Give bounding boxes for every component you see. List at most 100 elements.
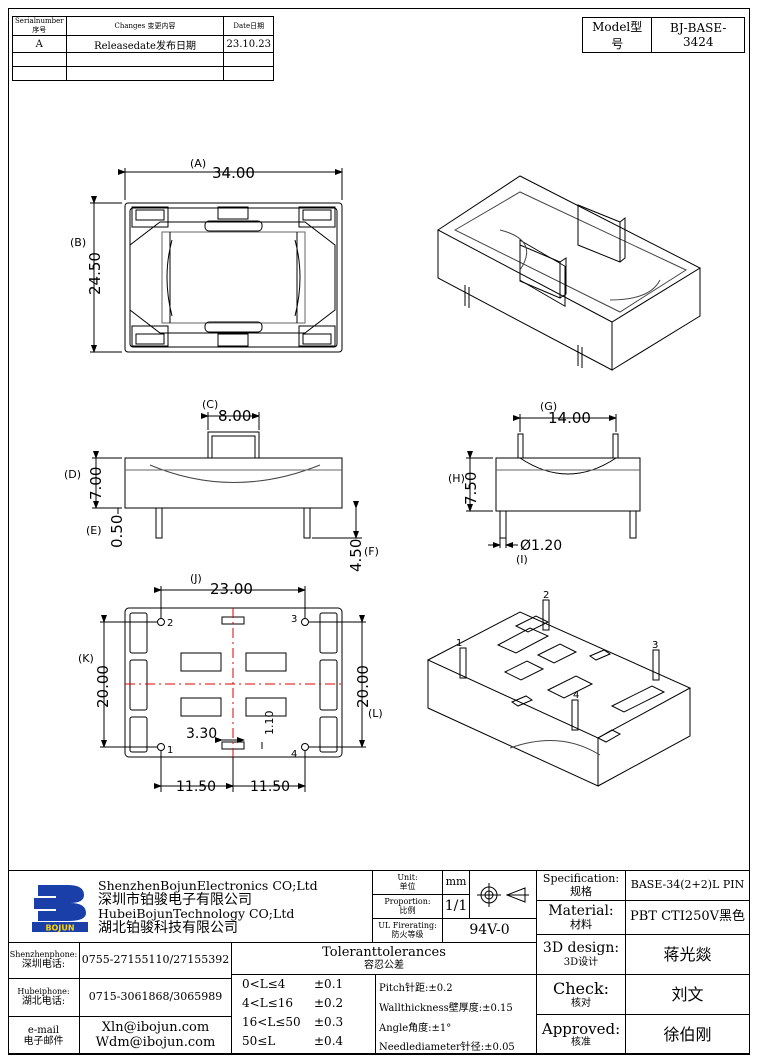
approved-label-cell: Approved: 核准 — [537, 1015, 626, 1055]
fire-value: 94V-0 — [443, 919, 537, 943]
model-label: Model型号 — [581, 17, 653, 53]
dim-d-label: (D) — [64, 468, 81, 481]
model-value: BJ-BASE-3424 — [651, 17, 745, 53]
dim-small-height: 1.10 — [263, 711, 276, 736]
dim-d-value: 7.00 — [87, 467, 105, 500]
material-label-cell: Material: 材料 — [537, 901, 626, 935]
check-value: 刘文 — [626, 975, 750, 1015]
check-label-cn: 核对 — [571, 997, 591, 1009]
tolerance-range: 16<L≤50 — [242, 1015, 301, 1029]
tolerance-spec: Needlediameter针径:±0.05 — [379, 1042, 515, 1053]
tolerance-spec: Wallthickness壁厚度:±0.15 — [379, 1003, 513, 1014]
design-label-cell: 3D design: 3D设计 — [537, 935, 626, 975]
side-view — [466, 414, 641, 548]
dim-h-value: 7.50 — [462, 472, 480, 505]
bojun-logo-icon: BOJUN — [32, 885, 88, 933]
tolerance-value: ±0.3 — [314, 1015, 344, 1029]
fire-label-cn: 防火等级 — [391, 929, 424, 939]
dim-f-value: 4.50 — [347, 539, 365, 572]
dim-c-label: (C) — [202, 398, 218, 411]
spec-label: Specification: — [542, 872, 620, 886]
dim-a-value: 34.00 — [212, 164, 255, 182]
design-value: 蒋光燚 — [626, 935, 750, 975]
dim-l-value: 20.00 — [354, 665, 372, 708]
material-value: PBT CTI250V黑色 — [626, 901, 750, 935]
tolerance-value: ±0.2 — [314, 996, 344, 1010]
technical-drawing: (A) 34.00 (B) 24.50 (C — [64, 157, 702, 795]
tolerance-value: ±0.1 — [314, 977, 344, 991]
revision-table: Serialnumber序号 Changes 变更内容 Date日期 A Rel… — [12, 16, 274, 81]
approved-value: 徐伯刚 — [626, 1015, 750, 1055]
dim-e-label: (E) — [86, 524, 102, 537]
hb-phone-label: Hubeiphone: — [17, 986, 70, 996]
model-box: Model型号 BJ-BASE-3424 — [581, 17, 745, 53]
dim-k-value: 20.00 — [94, 665, 112, 708]
dim-half-left: 11.50 — [176, 779, 216, 795]
spec-label-cn: 规格 — [570, 884, 592, 898]
check-label: Check: — [552, 979, 610, 999]
rev-date — [223, 66, 274, 81]
rev-change — [65, 66, 225, 81]
dim-b-label: (B) — [70, 236, 86, 249]
dim-g-value: 14.00 — [548, 409, 591, 427]
unit-label: Unit: — [397, 872, 418, 882]
dim-half-right: 11.50 — [250, 779, 290, 795]
dim-small-width: 3.30 — [186, 726, 217, 742]
dim-i-value: Ø1.20 — [520, 538, 562, 554]
approved-label-cn: 核准 — [571, 1037, 591, 1049]
bottom-view — [100, 586, 366, 792]
email-label: e-mail — [27, 1024, 60, 1036]
dim-a-label: (A) — [190, 157, 206, 170]
dim-i-label: (I) — [516, 553, 528, 566]
fire-label: UL Firerating: — [378, 920, 437, 930]
email-label-cell: e-mail 电子邮件 — [8, 1017, 80, 1055]
company-cn-1: 深圳市铂骏电子有限公司 — [98, 892, 252, 908]
dim-e-value: 0.50 — [108, 515, 126, 548]
company-en-1: ShenzhenBojunElectronics CO;Ltd — [98, 878, 318, 893]
company-en-2: HubeiBojunTechnology CO;Ltd — [98, 906, 295, 921]
pin-label: 4 — [291, 749, 297, 760]
iso-view-bottom — [426, 599, 692, 787]
dim-g-label: (G) — [540, 400, 557, 413]
material-label: Material: — [548, 902, 614, 919]
email-2: Wdm@ibojun.com — [95, 1034, 216, 1050]
iso-pin-label: 4 — [573, 690, 579, 701]
top-view — [90, 168, 343, 353]
email-value: Xln@ibojun.com Wdm@ibojun.com — [80, 1017, 232, 1055]
material-label-cn: 材料 — [570, 918, 592, 932]
dim-j-value: 23.00 — [210, 580, 253, 598]
iso-pin-label: 2 — [543, 590, 549, 601]
iso-view-top — [437, 175, 702, 371]
dim-h-label: (H) — [448, 472, 465, 485]
dim-f-label: (F) — [364, 545, 379, 558]
title-block: BOJUN ShenzhenBojunElectronics CO;Ltd 深圳… — [8, 870, 750, 1055]
dim-l-label: (L) — [368, 707, 383, 720]
tolerance-range: 50≤L — [242, 1034, 276, 1048]
sz-phone-value: 0755-27155110/27155392 — [80, 943, 232, 979]
design-label-cn: 3D设计 — [563, 956, 599, 968]
spec-label-cell: Specification: 规格 — [537, 871, 626, 901]
company-names: ShenzhenBojunElectronics CO;Ltd 深圳市铂骏电子有… — [98, 878, 318, 936]
company-cn-2: 湖北铂骏科技有限公司 — [98, 920, 238, 936]
proportion-label-cn: 比例 — [399, 905, 416, 915]
tolerance-title: Toleranttolerances — [322, 944, 446, 960]
sz-phone-label-cn: 深圳电话: — [21, 959, 66, 971]
front-view — [92, 412, 362, 539]
tolerance-range: 0<L≤4 — [242, 977, 286, 991]
company-cell: BOJUN ShenzhenBojunElectronics CO;Ltd 深圳… — [8, 871, 373, 943]
check-label-cell: Check: 核对 — [537, 975, 626, 1015]
tolerance-spec: Pitch针距:±0.2 — [379, 983, 453, 994]
tolerance-title-cell: Toleranttolerances 容忍公差 — [232, 943, 537, 975]
iso-pin-label: 1 — [456, 638, 462, 649]
tolerance-range: 4<L≤16 — [242, 996, 293, 1010]
pin-label: 1 — [167, 745, 173, 756]
pin-label: 3 — [291, 614, 297, 625]
tolerance-spec: Angle角度:±1° — [379, 1023, 452, 1034]
spec-value: BASE-34(2+2)L PIN — [626, 871, 750, 901]
tolerance-title-cn: 容忍公差 — [364, 960, 404, 972]
dim-j-label: (J) — [190, 572, 202, 585]
iso-pin-label: 3 — [652, 640, 658, 651]
dim-c-value: 8.00 — [218, 407, 251, 425]
logo-text: BOJUN — [45, 924, 74, 933]
projection-symbol-icon — [470, 871, 537, 919]
